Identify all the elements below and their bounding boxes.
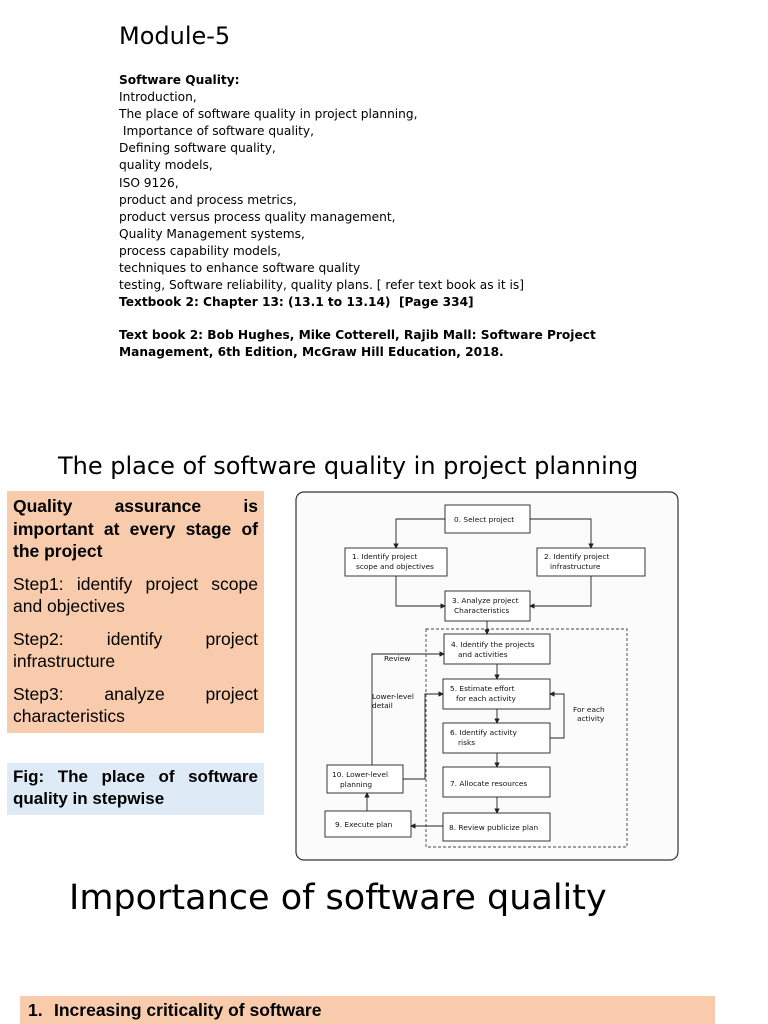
label-for-each: For each (573, 705, 605, 714)
toc-topic: The place of software quality in project… (119, 107, 418, 122)
box-review-plan (442, 812, 551, 842)
box-text: for each activity (456, 694, 517, 703)
label-review: Review (384, 654, 410, 663)
toc-topic: ISO 9126, (119, 175, 179, 190)
box-text: 9. Execute plan (335, 820, 393, 829)
label-lower-level: Lower-level (372, 692, 414, 701)
step-item: Step3: analyze project characteristics (13, 683, 258, 727)
box-text: Characteristics (454, 606, 509, 615)
stepwise-diagram: 0. Select project 1. Identify project sc… (295, 491, 679, 861)
textbook-reference: Textbook 2: Chapter 13: (13.1 to 13.14) … (119, 295, 474, 310)
toc-topic: Importance of software quality, (119, 124, 314, 139)
textbook-citation-line: Management, 6th Edition, McGraw Hill Edu… (119, 345, 504, 360)
spacer (119, 311, 679, 327)
box-text: 6. Identify activity (450, 728, 518, 737)
step-item: Step1: identify project scope and object… (13, 573, 258, 617)
toc-topic: process capability models, (119, 243, 282, 258)
box-identify-scope (344, 547, 448, 577)
label-detail: detail (372, 701, 393, 710)
box-text: 1. Identify project (352, 552, 417, 561)
box-lower-level-planning (326, 764, 404, 794)
toc-topic: Quality Management systems, (119, 226, 305, 241)
box-text: risks (458, 738, 475, 747)
box-text: 2. Identify project (544, 552, 609, 561)
item-text: Increasing criticality of software (54, 1000, 322, 1020)
box-text: 3. Analyze project (452, 596, 519, 605)
toc-topic: Introduction, (119, 90, 197, 105)
box-analyze-characteristics (444, 590, 531, 622)
toc-heading: Software Quality: (119, 73, 240, 87)
qa-heading: Quality assurance is important at every … (13, 496, 258, 561)
box-select-project (444, 504, 531, 534)
section-title-planning: The place of software quality in project… (58, 452, 639, 480)
box-text: 5. Estimate effort (450, 684, 515, 693)
toc-topic: quality models, (119, 158, 213, 173)
toc-topic: techniques to enhance software quality (119, 261, 361, 276)
section-title-importance: Importance of software quality (69, 878, 607, 918)
diagram-frame (295, 491, 679, 861)
box-text: 8. Review publicize plan (449, 823, 538, 832)
connector-lines (364, 518, 594, 829)
textbook-citation-line: Text book 2: Bob Hughes, Mike Cotterell,… (119, 328, 596, 343)
box-text: 0. Select project (454, 515, 514, 524)
toc-topic: Defining software quality, (119, 141, 276, 156)
label-activity: activity (577, 714, 605, 723)
box-text: 7. Allocate resources (450, 779, 527, 788)
toc-topic: testing, Software reliability, quality p… (119, 278, 524, 293)
dashed-region (425, 628, 628, 848)
toc-topic: product and process metrics, (119, 192, 297, 207)
figure-caption: Fig: The place of software quality in st… (7, 763, 264, 815)
box-text: infrastructure (550, 562, 601, 571)
box-text: and activities (458, 650, 508, 659)
item-number: 1. (28, 1000, 43, 1020)
quality-assurance-box: Quality assurance is important at every … (7, 491, 264, 733)
box-text: scope and objectives (356, 562, 434, 571)
box-text: 10. Lower-level (332, 770, 388, 779)
toc-topic: product versus process quality managemen… (119, 209, 396, 224)
module-title: Module-5 (119, 22, 231, 50)
box-text: planning (340, 780, 372, 789)
step-item: Step2: identify project infrastructure (13, 628, 258, 672)
box-text: 4. Identify the projects (451, 640, 535, 649)
box-identify-activities (443, 633, 551, 665)
importance-item-bar: 1. Increasing criticality of software (20, 996, 715, 1024)
module-contents: Software Quality: Introduction, The plac… (119, 72, 679, 362)
